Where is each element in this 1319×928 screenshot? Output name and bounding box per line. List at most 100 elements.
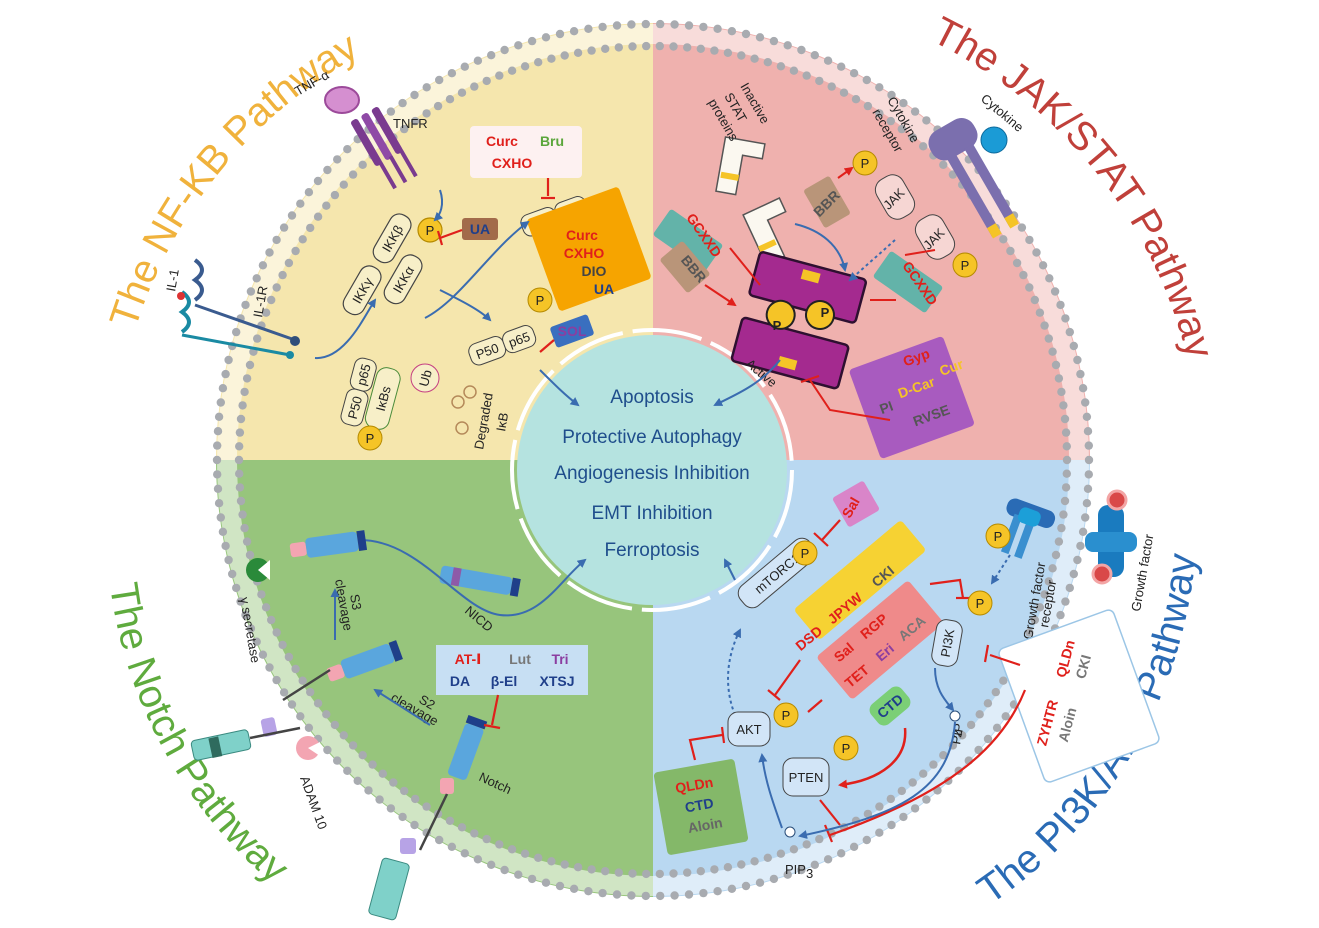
membrane-bead	[447, 69, 457, 78]
membrane-bead	[750, 54, 759, 63]
membrane-bead	[1083, 427, 1093, 436]
nfkb-pathway: TNF-α TNFR IL-1 IL-1R IKKγ IKKα IKKβ P	[163, 67, 651, 451]
drug-ctd-2: CTD	[684, 795, 715, 816]
membrane-bead	[214, 412, 224, 421]
membrane-bead	[910, 804, 920, 813]
drug-bru: Bru	[540, 133, 564, 149]
membrane-bead	[1048, 347, 1057, 356]
mtorc1-phospho	[792, 540, 818, 566]
membrane-bead	[555, 881, 565, 891]
membrane-bead	[520, 849, 530, 858]
membrane-bead	[875, 828, 884, 837]
membrane-bead	[284, 652, 294, 662]
membrane-bead	[670, 891, 679, 900]
membrane-bead	[939, 160, 948, 169]
membrane-bead	[699, 888, 708, 898]
membrane-bead	[224, 555, 233, 565]
membrane-bead	[1061, 314, 1070, 323]
membrane-bead	[353, 776, 362, 785]
membrane-bead	[684, 21, 694, 30]
membrane-bead	[966, 720, 976, 730]
membrane-bead	[1078, 527, 1088, 536]
membrane-bead	[435, 75, 444, 85]
pten-box	[782, 757, 830, 797]
membrane-bead	[1051, 550, 1061, 560]
membrane-bead	[1082, 499, 1092, 508]
pten-p: P	[842, 741, 851, 756]
membrane-bead	[422, 83, 431, 92]
drug-pi: PI	[877, 398, 895, 418]
pi3k-white-box	[998, 609, 1160, 783]
membrane-bead	[238, 510, 247, 519]
membrane-bead	[851, 95, 861, 104]
membrane-bead	[507, 845, 517, 854]
membrane-bead	[246, 287, 256, 296]
membrane-bead	[802, 840, 811, 849]
membrane-bead	[1057, 387, 1066, 397]
membrane-bead	[1060, 414, 1070, 424]
membrane-bead	[573, 48, 583, 57]
membrane-bead	[252, 637, 261, 646]
membrane-bead	[815, 76, 824, 86]
akt-phospho	[773, 702, 799, 728]
membrane-bead	[875, 802, 884, 811]
akt-box	[727, 711, 771, 747]
membrane-bead	[683, 868, 692, 877]
membrane-bead	[823, 56, 833, 65]
adam-label: ADAM 10	[297, 774, 330, 831]
membrane-bead	[899, 98, 908, 108]
membrane-bead	[669, 869, 678, 878]
outcome-ferroptosis: Ferroptosis	[604, 540, 699, 561]
membrane-bead	[1057, 523, 1066, 533]
membrane-bead	[238, 401, 247, 410]
membrane-bead	[541, 878, 551, 887]
outcome-autophagy: Protective Autophagy	[562, 427, 742, 448]
jak-purple-box	[849, 336, 974, 459]
membrane-bead	[284, 258, 294, 268]
jak-top-p: P	[861, 156, 870, 171]
membrane-bead	[348, 170, 358, 179]
membrane-bead	[261, 308, 271, 317]
outcome-angiogenesis: Angiogenesis Inhibition	[554, 463, 749, 484]
membrane-bead	[612, 21, 622, 30]
membrane-bead	[723, 48, 733, 57]
membrane-bead	[783, 870, 792, 879]
membrane-bead	[224, 355, 233, 365]
membrane-bead	[1054, 374, 1064, 383]
membrane-bead	[1040, 590, 1049, 599]
gfr-phospho	[985, 523, 1011, 549]
membrane-bead	[460, 849, 469, 858]
membrane-bead	[1054, 537, 1064, 546]
membrane-bead	[1084, 455, 1094, 465]
membrane-bead	[1061, 597, 1070, 606]
membrane-bead	[470, 829, 479, 838]
il1r-label: IL-1R	[250, 285, 270, 319]
membrane-bead	[298, 235, 307, 244]
membrane-bead	[245, 360, 255, 370]
membrane-bead	[240, 523, 249, 533]
membrane-bead	[213, 427, 223, 436]
membrane-bead	[343, 145, 352, 154]
drug-cxho: CXHO	[492, 155, 533, 171]
membrane-bead	[1069, 341, 1079, 351]
membrane-bead	[343, 766, 352, 775]
membrane-bead	[235, 428, 245, 437]
membrane-bead	[992, 723, 1002, 732]
membrane-bead	[242, 537, 252, 546]
membrane-bead	[235, 469, 244, 478]
membrane-bead	[727, 884, 737, 893]
membrane-bead	[296, 712, 305, 721]
bbr-mid-box	[660, 241, 710, 293]
mtorc1-p: P	[801, 546, 810, 561]
membrane-bead	[1025, 628, 1034, 637]
membrane-bead	[1084, 470, 1094, 479]
membrane-bead	[763, 58, 772, 67]
membrane-bead	[242, 374, 252, 383]
drug-curc-2: Curc	[566, 227, 598, 243]
akt-label: AKT	[736, 722, 761, 737]
membrane-bead	[500, 865, 509, 875]
stat-p1: P	[773, 318, 782, 333]
membrane-bead	[614, 43, 623, 52]
membrane-bead	[358, 160, 367, 169]
